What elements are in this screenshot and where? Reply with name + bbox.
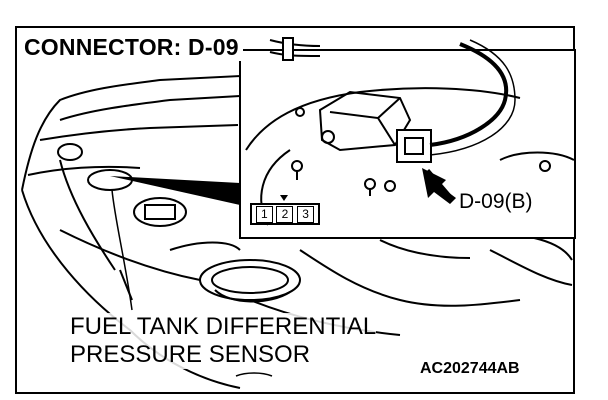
callout-arrow-shaft: [426, 169, 454, 199]
inset-sensor-detail: [245, 37, 575, 226]
sensor-mount: [57, 143, 187, 301]
sensor-label: FUEL TANK DIFFERENTIAL PRESSURE SENSOR: [70, 313, 377, 369]
bottom-detail: [235, 372, 273, 377]
pin-orientation-mark: [280, 195, 288, 201]
sensor-label-line-2: PRESSURE SENSOR: [70, 341, 311, 369]
sensor-leader-line: [111, 189, 133, 311]
fuel-pump-ring: [199, 259, 301, 303]
pin-1: 1: [255, 205, 273, 223]
figure-code: AC202744AB: [420, 360, 520, 377]
connector-callout-label: D-09(B): [457, 190, 535, 214]
pin-2: 2: [276, 205, 294, 223]
sensor-label-line-1: FUEL TANK DIFFERENTIAL: [70, 313, 377, 341]
pointer-wedge: [110, 176, 240, 205]
pin-3: 3: [297, 205, 315, 223]
connector-pin-face: 1 2 3: [250, 203, 320, 225]
connector-title: CONNECTOR: D-09: [24, 34, 243, 61]
